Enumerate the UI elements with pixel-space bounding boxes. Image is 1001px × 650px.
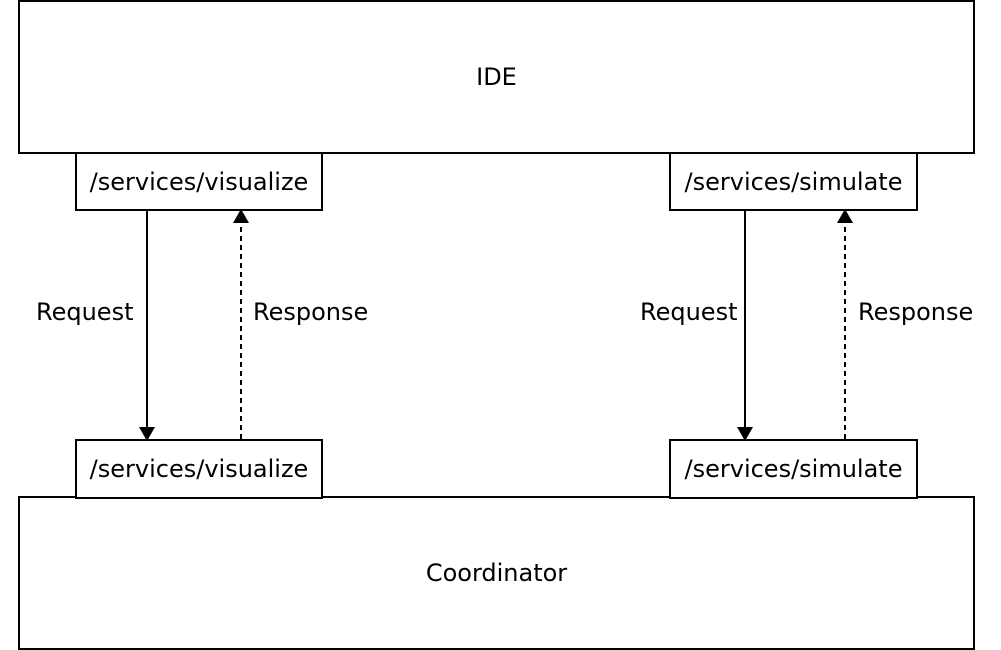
response-label-visualize: Response [253, 298, 369, 326]
coordinator-label: Coordinator [425, 559, 568, 587]
ide-visualize-endpoint-label: /services/visualize [89, 167, 309, 196]
response-label-simulate: Response [858, 298, 974, 326]
request-label-visualize: Request [36, 298, 134, 326]
coordinator-box: Coordinator [18, 496, 975, 650]
ide-label: IDE [476, 63, 517, 91]
ide-visualize-endpoint: /services/visualize [75, 152, 323, 211]
ide-simulate-endpoint-label: /services/simulate [684, 167, 903, 196]
coordinator-simulate-endpoint: /services/simulate [669, 439, 918, 499]
coordinator-simulate-endpoint-label: /services/simulate [684, 455, 903, 483]
ide-simulate-endpoint: /services/simulate [669, 152, 918, 211]
response-arrowhead-simulate [837, 209, 853, 223]
response-arrowhead-visualize [233, 209, 249, 223]
coordinator-visualize-endpoint-label: /services/visualize [89, 455, 309, 483]
request-label-simulate: Request [640, 298, 738, 326]
ide-box: IDE [18, 0, 975, 154]
coordinator-visualize-endpoint: /services/visualize [75, 439, 323, 499]
